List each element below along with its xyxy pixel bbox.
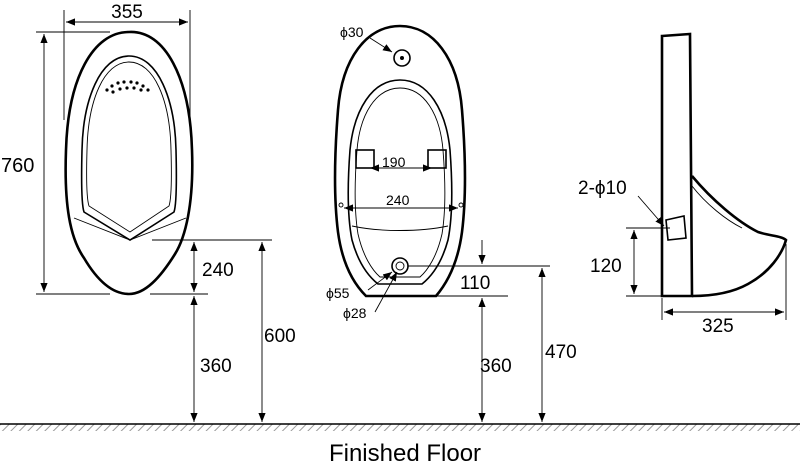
left-bracket xyxy=(355,149,375,169)
back-inner-rim-2 xyxy=(354,87,446,278)
hole-spacing-label: 240 xyxy=(386,192,410,208)
right-fix-hole xyxy=(458,202,464,208)
finished-floor: Finished Floor xyxy=(0,423,800,467)
left-fix-hole xyxy=(338,202,344,208)
back-outer-shell xyxy=(333,24,467,298)
front-bottom-height-label: 360 xyxy=(200,356,232,377)
side-bowl-inner xyxy=(691,185,743,229)
front-inner-bowl-2 xyxy=(86,61,172,233)
outlet-inner-leader xyxy=(374,271,398,313)
back-outlet-outer xyxy=(391,257,409,275)
back-inlet-hole xyxy=(393,49,411,67)
inlet-dia-label: ϕ30 xyxy=(340,24,364,40)
back-rim-curve xyxy=(351,225,449,231)
side-hole-height-label: 120 xyxy=(590,256,622,277)
back-outlet-offset-label: 110 xyxy=(460,273,490,294)
bracket-spacing-label: 190 xyxy=(382,154,406,170)
front-inner-bowl xyxy=(80,55,178,241)
front-height-label: 760 xyxy=(1,155,34,177)
back-view: ϕ30 190 240 ϕ55 ϕ28 110 360 470 xyxy=(326,24,577,422)
side-depth-label: 325 xyxy=(702,316,734,337)
front-rim-line xyxy=(73,217,187,241)
front-width-label: 355 xyxy=(111,2,143,23)
inlet-leader xyxy=(369,37,393,53)
outlet-outer-dia-label: ϕ55 xyxy=(326,285,350,301)
floor-hatch xyxy=(0,424,800,431)
side-hole-label: 2-ϕ10 xyxy=(578,178,627,199)
front-view: 355 760 240 360 600 xyxy=(1,2,296,422)
back-outlet-floor-label: 470 xyxy=(545,342,577,363)
side-body xyxy=(660,32,694,298)
floor-label: Finished Floor xyxy=(329,440,481,467)
front-outlet-height-label: 240 xyxy=(202,260,234,281)
front-outer-shell xyxy=(64,30,194,296)
flush-spray-holes xyxy=(105,80,150,94)
side-hole-leader xyxy=(637,195,665,227)
front-total-outlet-label: 600 xyxy=(264,326,296,347)
side-view: 2-ϕ10 120 325 xyxy=(578,32,788,337)
back-inner-rim xyxy=(347,79,453,285)
right-bracket xyxy=(427,149,447,169)
back-inlet-center xyxy=(400,56,404,60)
back-bottom-height-label: 360 xyxy=(480,356,512,377)
side-bowl xyxy=(691,175,788,298)
back-outlet-inner xyxy=(395,261,405,271)
outlet-inner-dia-label: ϕ28 xyxy=(343,305,367,321)
outlet-outer-leader xyxy=(367,271,393,291)
side-fix-hole xyxy=(665,215,687,241)
